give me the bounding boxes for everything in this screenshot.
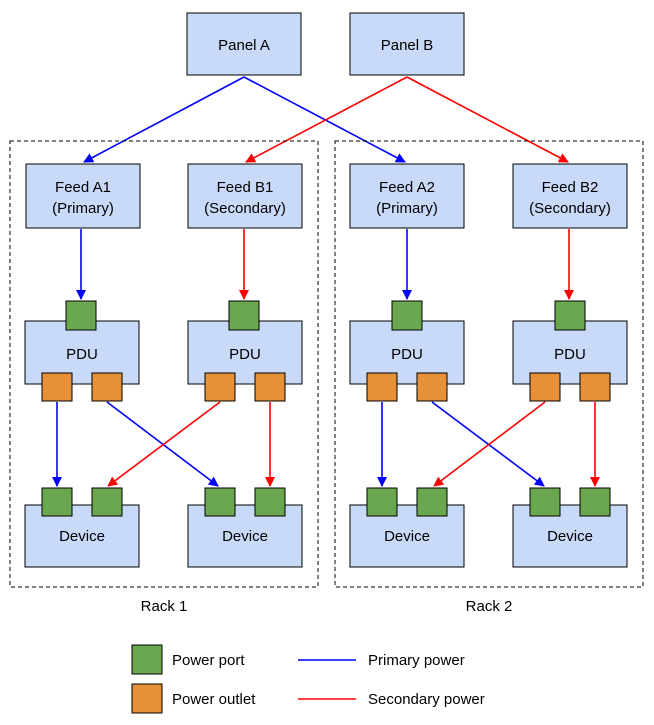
pdu-rack-2-primary: PDU xyxy=(349,300,465,402)
power-outlet xyxy=(579,372,611,402)
primary-line-pdu-device xyxy=(431,401,545,487)
rack-2-border xyxy=(334,140,644,588)
power-port xyxy=(579,487,611,517)
pdu-label: PDU xyxy=(391,346,423,363)
secondary-line-panel-b-feed-b1 xyxy=(245,76,408,163)
rack-1: Feed A1 (Primary) Feed B1 (Secondary) PD… xyxy=(9,140,319,615)
power-port xyxy=(41,487,73,517)
pdu-label: PDU xyxy=(229,346,261,363)
feed-b2-name: Feed B2 xyxy=(542,179,599,196)
feed-b2-role: (Secondary) xyxy=(529,200,611,217)
power-outlet xyxy=(204,372,236,402)
feed-a2: Feed A2 (Primary) xyxy=(349,163,465,229)
power-outlet xyxy=(529,372,561,402)
secondary-line-pdu-device xyxy=(433,401,546,487)
device-rack-1-right: Device xyxy=(187,487,303,568)
power-port xyxy=(554,300,586,331)
device-label: Device xyxy=(222,528,268,545)
legend-power-port-label: Power port xyxy=(172,652,245,669)
device-rack-2-left: Device xyxy=(349,487,465,568)
panel-b-label: Panel B xyxy=(381,37,434,54)
feed-b2: Feed B2 (Secondary) xyxy=(512,163,628,229)
primary-line-panel-a-feed-a1 xyxy=(83,76,245,163)
secondary-line-pdu-device xyxy=(107,401,221,487)
panel-a-label: Panel A xyxy=(218,37,270,54)
feed-a2-role: (Primary) xyxy=(376,200,438,217)
primary-line-panel-a-feed-a2 xyxy=(243,76,406,163)
legend-primary-power-label: Primary power xyxy=(368,652,465,669)
device-rack-2-right: Device xyxy=(512,487,628,568)
power-outlet xyxy=(416,372,448,402)
power-outlet xyxy=(91,372,123,402)
panel-a: Panel A xyxy=(186,12,302,76)
rack-2: Feed A2 (Primary) Feed B2 (Secondary) PD… xyxy=(334,140,644,615)
secondary-line-panel-b-feed-b2 xyxy=(406,76,569,163)
feed-a1-role: (Primary) xyxy=(52,200,114,217)
feed-b1-name: Feed B1 xyxy=(217,179,274,196)
device-label: Device xyxy=(59,528,105,545)
power-port xyxy=(529,487,561,517)
device-rack-1-left: Device xyxy=(24,487,140,568)
power-outlet xyxy=(41,372,73,402)
pdu-rack-1-secondary: PDU xyxy=(187,300,303,402)
power-port xyxy=(254,487,286,517)
power-port xyxy=(65,300,97,331)
power-port xyxy=(204,487,236,517)
feed-a2-name: Feed A2 xyxy=(379,179,435,196)
power-port xyxy=(416,487,448,517)
pdu-label: PDU xyxy=(66,346,98,363)
feed-a1-name: Feed A1 xyxy=(55,179,111,196)
power-port xyxy=(228,300,260,331)
device-label: Device xyxy=(547,528,593,545)
legend-power-port-swatch xyxy=(131,644,163,675)
power-port xyxy=(91,487,123,517)
pdu-rack-2-secondary: PDU xyxy=(512,300,628,402)
feed-b1-role: (Secondary) xyxy=(204,200,286,217)
feed-a1: Feed A1 (Primary) xyxy=(25,163,141,229)
power-port xyxy=(366,487,398,517)
power-port xyxy=(391,300,423,331)
panel-b: Panel B xyxy=(349,12,465,76)
legend: Power port Power outlet Primary power Se… xyxy=(131,644,485,714)
rack-2-label: Rack 2 xyxy=(466,598,513,615)
legend-power-outlet-label: Power outlet xyxy=(172,691,256,708)
device-label: Device xyxy=(384,528,430,545)
pdu-label: PDU xyxy=(554,346,586,363)
feed-b1: Feed B1 (Secondary) xyxy=(187,163,303,229)
pdu-rack-1-primary: PDU xyxy=(24,300,140,402)
rack-1-border xyxy=(9,140,319,588)
panel-feed-connections xyxy=(83,76,569,163)
primary-line-pdu-device xyxy=(106,401,219,487)
legend-power-outlet-swatch xyxy=(131,683,163,714)
power-outlet xyxy=(366,372,398,402)
power-outlet xyxy=(254,372,286,402)
rack-1-label: Rack 1 xyxy=(141,598,188,615)
legend-secondary-power-label: Secondary power xyxy=(368,691,485,708)
